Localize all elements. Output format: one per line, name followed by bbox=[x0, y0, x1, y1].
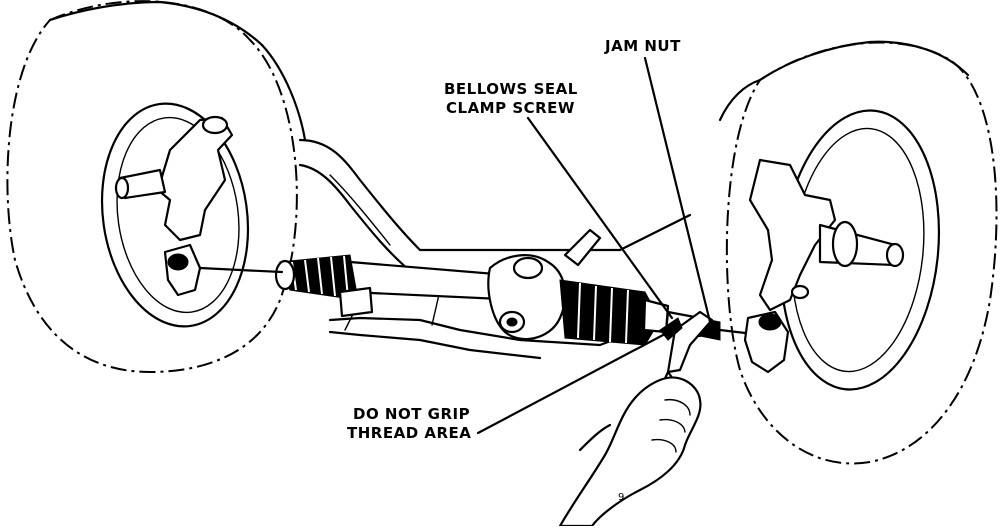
clamp-screw-label: CLAMP SCREW bbox=[446, 99, 575, 117]
right-steering-knuckle bbox=[748, 158, 905, 312]
steering-rack bbox=[238, 228, 670, 346]
bellows-leader bbox=[526, 116, 674, 320]
left-wheel bbox=[6, 0, 307, 374]
jam-nut-leader bbox=[643, 56, 714, 332]
do-not-grip-label: DO NOT GRIP bbox=[353, 405, 471, 423]
grip-leader bbox=[476, 324, 682, 435]
wrench-and-hand bbox=[558, 310, 714, 528]
corner-mark: 9 bbox=[618, 492, 624, 503]
thread-area-label: THREAD AREA bbox=[347, 424, 472, 442]
jam-nut-label: JAM NUT bbox=[605, 37, 681, 55]
bellows-seal-label: BELLOWS SEAL bbox=[444, 80, 578, 98]
leader-lines bbox=[476, 56, 714, 435]
left-steering-knuckle bbox=[114, 115, 242, 297]
